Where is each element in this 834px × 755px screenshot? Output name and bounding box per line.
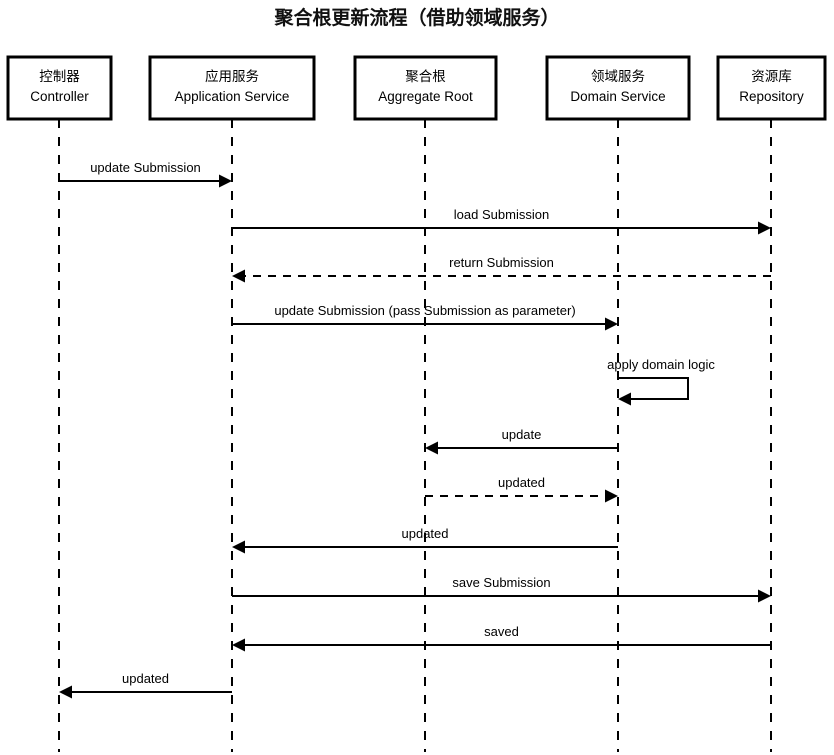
participant-name-en-repository: Repository [739, 89, 804, 104]
message-11-application-service-to-controller[interactable]: updated [59, 671, 232, 699]
participants-layer: 控制器 Controller 应用服务 Application Service 聚合根 A… [6, 55, 827, 121]
message-8-domain-service-to-application-service[interactable]: updated [232, 526, 618, 554]
message-2-application-service-to-repository[interactable]: load Submission [232, 207, 771, 235]
participant-aggregate-root[interactable]: 聚合根 Aggregate Root [353, 55, 498, 121]
message-line-5 [618, 377, 689, 400]
message-label-10: saved [484, 624, 519, 639]
message-arrowhead-11 [59, 685, 72, 699]
participant-box-controller [6, 55, 113, 121]
message-label-1: update Submission [90, 160, 201, 175]
lifelines-layer [58, 119, 772, 752]
message-7-aggregate-root-to-domain-service[interactable]: updated [425, 475, 618, 503]
message-arrowhead-1 [219, 174, 232, 188]
message-label-7: updated [498, 475, 545, 490]
message-arrowhead-3 [232, 269, 245, 283]
participant-name-cn-controller: 控制器 [39, 69, 80, 84]
participant-controller[interactable]: 控制器 Controller [6, 55, 113, 121]
message-label-4: update Submission (pass Submission as pa… [274, 303, 575, 318]
message-label-11: updated [122, 671, 169, 686]
message-arrowhead-5 [618, 392, 631, 406]
participant-application-service[interactable]: 应用服务 Application Service [148, 55, 316, 121]
message-arrowhead-7 [605, 489, 618, 503]
diagram-title: 聚合根更新流程（借助领域服务） [273, 6, 559, 29]
message-arrowhead-10 [232, 638, 245, 652]
participant-name-cn-application-service: 应用服务 [205, 68, 259, 84]
message-label-8: updated [402, 526, 449, 541]
message-arrowhead-9 [758, 589, 771, 603]
participant-name-cn-domain-service: 领域服务 [591, 69, 645, 84]
participant-box-application-service [148, 55, 316, 121]
participant-name-en-domain-service: Domain Service [570, 89, 665, 104]
participant-name-en-aggregate-root: Aggregate Root [378, 89, 473, 104]
participant-name-en-application-service: Application Service [175, 89, 290, 104]
participant-box-repository [716, 55, 827, 121]
message-3-repository-to-application-service[interactable]: return Submission [232, 255, 771, 283]
message-10-repository-to-application-service[interactable]: saved [232, 624, 771, 652]
participant-name-cn-aggregate-root: 聚合根 [405, 69, 446, 84]
message-label-9: save Submission [452, 575, 550, 590]
participant-box-domain-service [545, 55, 691, 121]
message-label-5: apply domain logic [607, 357, 715, 372]
message-arrowhead-2 [758, 221, 771, 235]
message-9-application-service-to-repository[interactable]: save Submission [232, 575, 771, 603]
message-label-6: update [502, 427, 542, 442]
message-arrowhead-4 [605, 317, 618, 331]
message-arrowhead-6 [425, 441, 438, 455]
messages-layer: update Submission load Submission return S… [59, 160, 771, 699]
participant-repository[interactable]: 资源库 Repository [716, 55, 827, 121]
message-label-2: load Submission [454, 207, 549, 222]
message-6-domain-service-to-aggregate-root[interactable]: update [425, 427, 618, 455]
message-arrowhead-8 [232, 540, 245, 554]
participant-box-aggregate-root [353, 55, 498, 121]
participant-domain-service[interactable]: 领域服务 Domain Service [545, 55, 691, 121]
participant-name-cn-repository: 资源库 [751, 69, 792, 84]
participant-name-en-controller: Controller [30, 89, 89, 104]
message-label-3: return Submission [449, 255, 554, 270]
message-4-application-service-to-domain-service[interactable]: update Submission (pass Submission as pa… [232, 303, 618, 331]
message-1-controller-to-application-service[interactable]: update Submission [59, 160, 232, 188]
message-5-domain-service-to-domain-service[interactable]: apply domain logic [607, 357, 715, 406]
